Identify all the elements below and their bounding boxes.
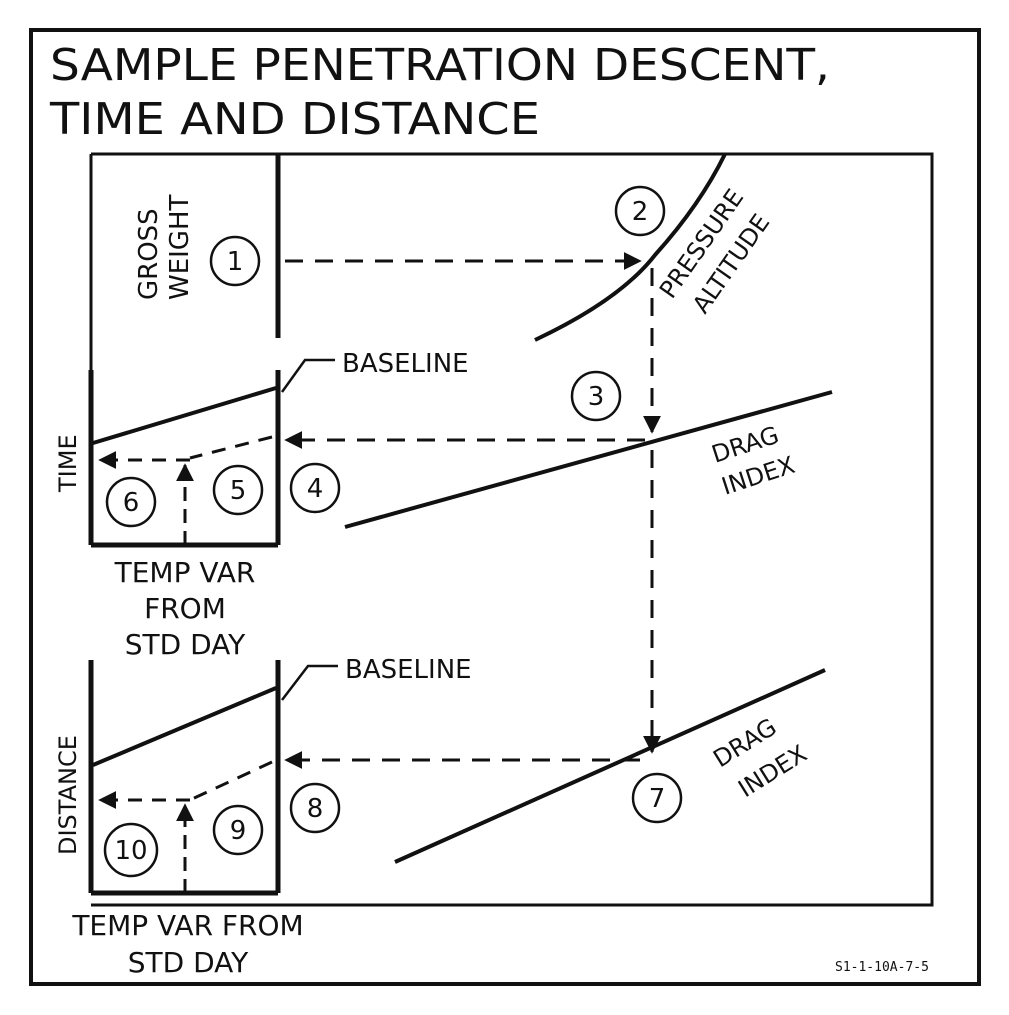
step-1-circle [209,235,261,287]
step-2-circle [614,185,666,237]
temp-var-bottom-1: TEMP VAR FROM [71,909,303,942]
step-10-number: 10 [114,836,147,866]
time-axis-label: TIME [54,434,82,493]
time-guide-dash [189,435,273,460]
step-1-number: 1 [227,247,244,277]
step-8-circle [289,782,341,834]
step-5-number: 5 [230,476,247,506]
baseline-bottom-leader [281,664,338,701]
step-9-circle [212,804,264,856]
chart-frame [91,152,934,907]
outer-frame [29,28,981,986]
temp-var-bottom-2: STD DAY [128,946,249,979]
drag-index-line-top [344,390,833,529]
baseline-bottom-label: BASELINE [345,655,472,685]
figure-reference: S1-1-10A-7-5 [835,960,929,975]
step-3-number: 3 [588,382,605,412]
step-4-number: 4 [307,474,324,504]
step-2-number: 2 [632,197,649,227]
pressure-altitude-curve [534,153,727,342]
distance-guide-dash [189,760,273,802]
temp-var-top-2: FROM [144,592,226,625]
step-7-circle [631,772,683,824]
drag-index-line-bottom [394,668,826,864]
step-6-circle [105,476,157,528]
baseline-top-label: BASELINE [342,349,469,379]
gross-weight-label-2: WEIGHT [165,194,195,300]
temp-var-top-1: TEMP VAR [114,556,256,589]
gross-weight-label-1: GROSS [134,208,164,300]
step-5-circle [212,464,264,516]
step-10-circle [103,822,159,878]
step-9-number: 9 [230,816,247,846]
title-line-2: TIME AND DISTANCE [49,94,540,145]
step-6-number: 6 [123,488,140,518]
distance-axis-label: DISTANCE [54,735,82,855]
step-3-circle [570,370,622,422]
step-4-circle [289,462,341,514]
distance-baseline-line [92,686,277,767]
step-7-number: 7 [649,784,666,814]
time-baseline-line [92,386,277,445]
step-8-number: 8 [307,794,324,824]
temp-var-top-3: STD DAY [125,628,246,661]
title-line-1: SAMPLE PENETRATION DESCENT, [50,40,830,91]
baseline-top-leader [280,358,335,393]
